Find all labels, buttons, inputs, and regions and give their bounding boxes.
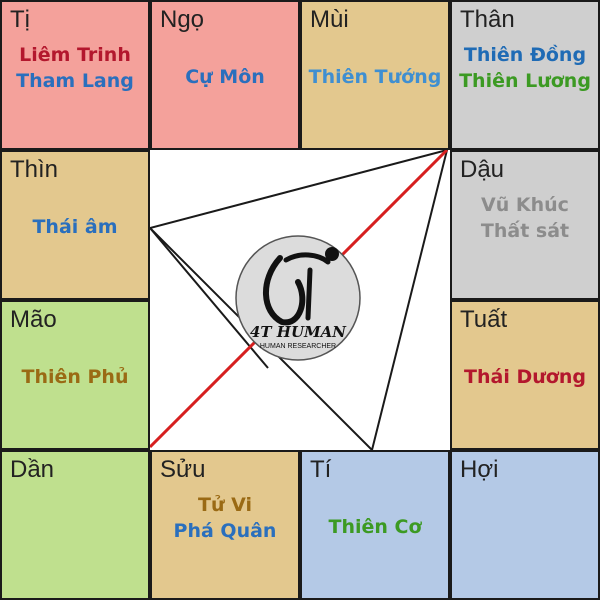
star-name: Tham Lang <box>16 70 134 92</box>
star-name: Phá Quân <box>173 520 277 542</box>
palace-branch: Dần <box>10 456 55 483</box>
logo-disc <box>235 235 361 361</box>
palace-cell: Hợi <box>450 450 600 600</box>
star-name: Tử Vi <box>198 494 252 516</box>
star-name: Thiên Cơ <box>328 516 422 538</box>
palace-branch: Tị <box>10 6 30 33</box>
palace-branch: Tuất <box>460 306 508 333</box>
palace-branch: Hợi <box>460 456 499 483</box>
palace-stars: Thiên Cơ <box>302 514 448 540</box>
palace-cell: Dần <box>0 450 150 600</box>
palace-cell: Sửu Tử Vi Phá Quân <box>150 450 300 600</box>
palace-branch: Mùi <box>310 6 349 33</box>
logo-head-icon <box>325 247 339 261</box>
palace-branch: Thìn <box>10 156 59 183</box>
center-diagram: 4T HUMAN HUMAN RESEARCHER <box>150 150 449 450</box>
palace-stars: Thiên Phủ <box>2 364 148 390</box>
palace-cell: Ngọ Cự Môn <box>150 0 300 150</box>
logo-arm-icon <box>283 252 331 265</box>
palace-branch: Thân <box>460 6 515 33</box>
star-name: Thiên Đồng <box>463 44 587 66</box>
logo-tagline: HUMAN RESEARCHER <box>260 343 336 350</box>
palace-branch: Mão <box>10 306 57 333</box>
center-area: 4T HUMAN HUMAN RESEARCHER <box>150 150 450 450</box>
logo-figure-icon <box>263 255 306 326</box>
star-name: Thiên Lương <box>459 70 591 92</box>
star-name: Thiên Phủ <box>21 366 129 388</box>
palace-stars: Cự Môn <box>152 64 298 90</box>
logo-brand: 4T HUMAN <box>250 323 347 341</box>
logo-leg-icon <box>305 267 313 321</box>
logo: 4T HUMAN HUMAN RESEARCHER <box>235 235 361 361</box>
star-name: Vũ Khúc <box>481 194 569 216</box>
palace-stars: Thái âm <box>2 214 148 240</box>
triangle-side <box>150 227 269 369</box>
palace-branch: Sửu <box>160 456 206 483</box>
palace-branch: Tí <box>310 456 332 483</box>
star-name: Cự Môn <box>185 66 265 88</box>
palace-stars: Thái Dương <box>452 364 598 390</box>
star-name: Thái âm <box>32 216 118 238</box>
palace-branch: Dậu <box>460 156 505 183</box>
star-name: Thất sát <box>480 220 570 242</box>
palace-stars: Thiên Tướng <box>302 64 448 90</box>
star-name: Thiên Tướng <box>308 66 442 88</box>
palace-branch: Ngọ <box>160 6 205 33</box>
star-name: Thái Dương <box>464 366 586 388</box>
palace-stars: Tử Vi Phá Quân <box>152 492 298 544</box>
star-name: Liêm Trinh <box>19 44 131 66</box>
